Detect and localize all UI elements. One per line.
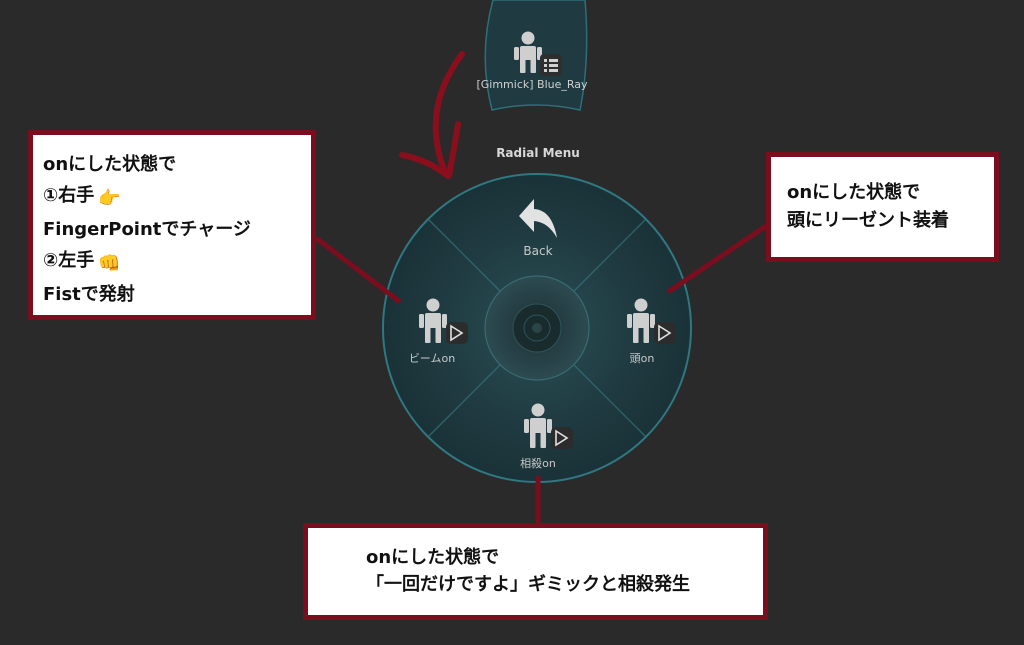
callout-line: 頭にリーゼント装着 <box>787 210 949 231</box>
callout-line-right-hand: ①右手👉 <box>43 180 301 214</box>
callout-line-left-hand: ②左手👊 <box>43 245 301 279</box>
callout-line-text: ②左手 <box>43 250 95 271</box>
radial-menu-title: Radial Menu <box>496 146 580 160</box>
avatar-toggle-icon <box>627 298 676 344</box>
callout-line: onにした状態で <box>43 154 177 175</box>
callout-line: 「一回だけですよ」ギミックと相殺発生 <box>366 574 690 595</box>
menu-item-label-bottom: 相殺on <box>520 457 556 470</box>
top-menu-item-label: [Gimmick] Blue_Ray <box>476 78 588 91</box>
callout-line: onにした状態で <box>787 182 921 203</box>
callout-line-text: ①右手 <box>43 185 95 206</box>
back-button-label: Back <box>523 244 553 258</box>
callout-bottom: onにした状態で 「一回だけですよ」ギミックと相殺発生 <box>303 523 768 620</box>
menu-item-label-right: 頭on <box>629 352 655 365</box>
pointing-hand-icon: 👉 <box>98 188 121 209</box>
menu-item-label-left: ビームon <box>408 352 456 365</box>
center-hub[interactable] <box>484 275 590 381</box>
callout-line: onにした状態で <box>366 547 500 568</box>
avatar-toggle-icon <box>524 403 573 449</box>
callout-right: onにした状態で 頭にリーゼント装着 <box>766 152 999 262</box>
annotation-arrow <box>399 51 465 179</box>
callout-line: FingerPointでチャージ <box>43 219 251 240</box>
fist-icon: 👊 <box>98 253 121 274</box>
back-arrow-icon <box>519 199 557 238</box>
avatar-submenu-icon <box>514 31 562 76</box>
avatar-toggle-icon <box>419 298 468 344</box>
callout-connectors <box>314 223 768 523</box>
callout-line: Fistで発射 <box>43 284 135 305</box>
callout-left: onにした状態で ①右手👉 FingerPointでチャージ ②左手👊 Fist… <box>28 130 316 320</box>
sector-dividers <box>427 218 647 438</box>
